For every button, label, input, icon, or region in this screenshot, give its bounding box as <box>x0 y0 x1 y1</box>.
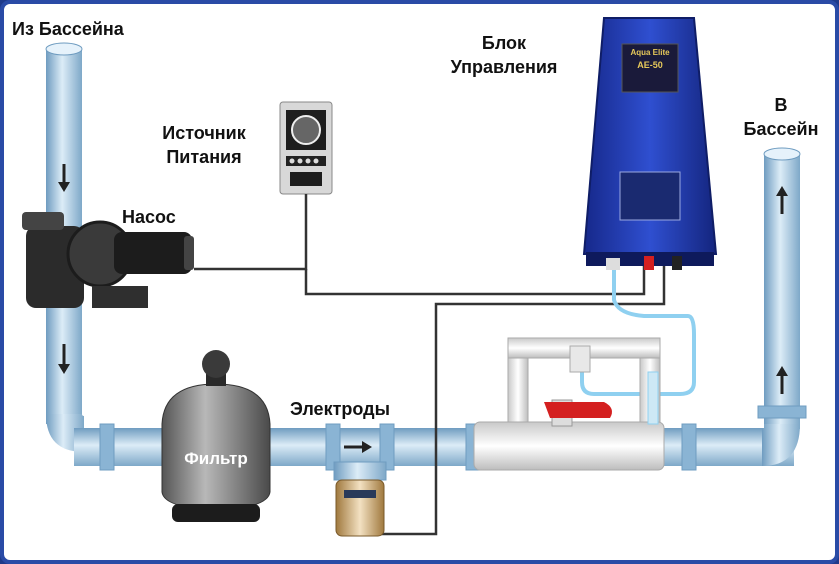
water-hose <box>580 266 696 396</box>
control-unit-label-line1: Блок <box>481 33 527 53</box>
control-unit-model: AE-50 <box>637 60 663 70</box>
pool-system-diagram <box>22 17 807 537</box>
electrode-cell <box>333 461 387 537</box>
bypass-assembly <box>473 337 665 471</box>
to-pool-label-line1: В <box>774 95 788 115</box>
power-source-box <box>279 101 333 195</box>
to-pool-label-line2: Бассейн <box>743 119 819 139</box>
flow-arrows <box>58 164 788 453</box>
power-source-label-line2: Питания <box>166 147 242 167</box>
control-unit-label-line2: Управления <box>450 57 558 77</box>
power-source-label-line1: Источник <box>162 123 246 143</box>
filter-label: Фильтр <box>184 449 248 468</box>
pump <box>22 212 194 308</box>
control-unit-brand: Aqua Elite <box>630 48 670 57</box>
electrodes-label: Электроды <box>290 399 390 419</box>
power-cables <box>194 194 666 536</box>
from-pool-label: Из Бассейна <box>12 19 124 39</box>
control-unit <box>582 17 718 270</box>
pump-label: Насос <box>122 207 176 227</box>
filter-tank <box>161 350 271 522</box>
